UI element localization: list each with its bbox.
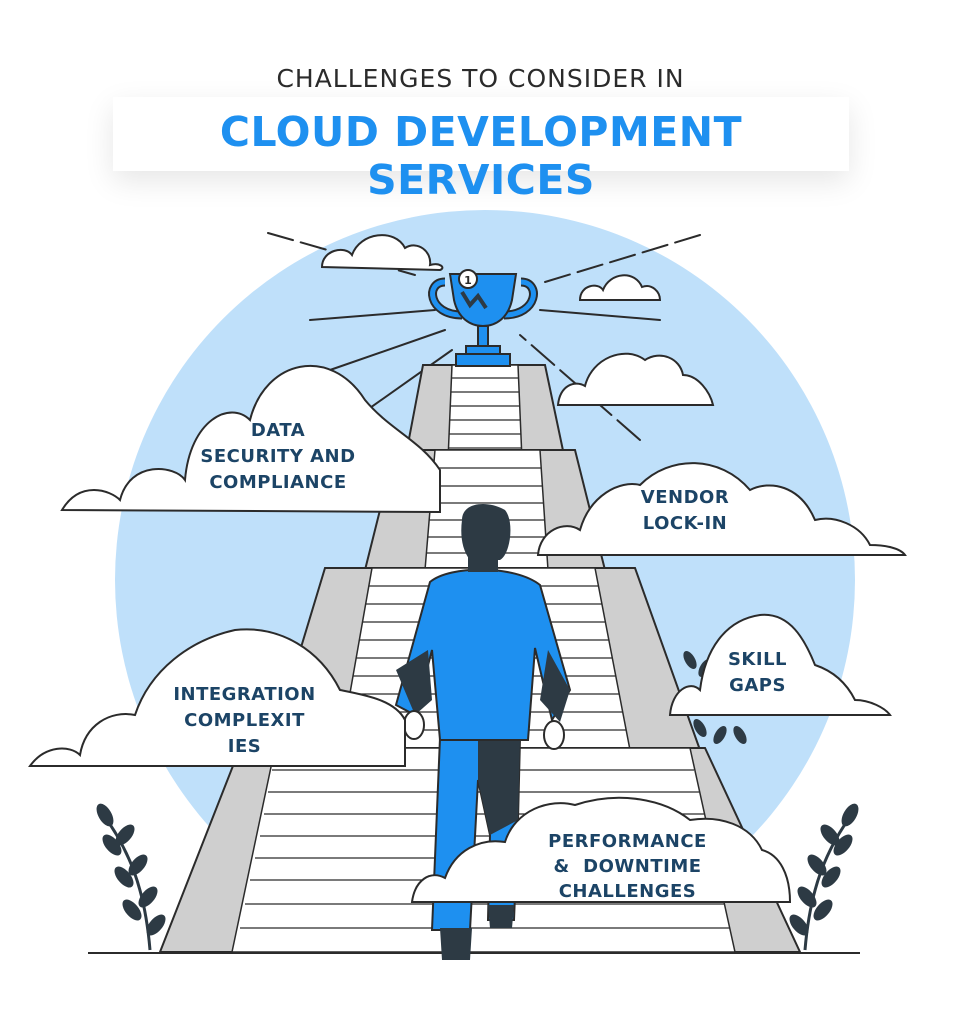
cloud-data-security [60, 364, 441, 514]
trophy-icon: 1 [428, 269, 538, 367]
challenge-line: COMPLEXIT [184, 710, 305, 731]
challenge-line: COMPLIANCE [209, 472, 347, 493]
challenge-line: GAPS [729, 675, 786, 696]
challenge-label-data-security: DATA SECURITY AND COMPLIANCE [183, 418, 373, 496]
challenge-line: LOCK-IN [642, 513, 728, 534]
page-subtitle: CHALLENGES TO CONSIDER IN [276, 64, 685, 93]
challenge-line: DATA [250, 420, 306, 441]
trophy-rank: 1 [464, 274, 472, 287]
small-cloud-left [320, 234, 444, 272]
challenge-line: IES [227, 736, 262, 757]
cloud-skill-gaps [668, 613, 892, 716]
cloud-performance [410, 796, 792, 903]
title-banner [113, 97, 849, 171]
challenge-line: INTEGRATION [173, 684, 316, 705]
challenge-line: & DOWNTIME [553, 856, 702, 877]
challenge-line: PERFORMANCE [548, 831, 707, 852]
challenge-line: CHALLENGES [558, 881, 697, 902]
plant-left [96, 803, 166, 951]
trophy-rays [267, 232, 701, 441]
challenge-label-integration: INTEGRATION COMPLEXIT IES [152, 682, 337, 760]
small-cloud-right [578, 274, 662, 301]
cloud-small-mid [556, 352, 715, 406]
challenge-label-performance: PERFORMANCE & DOWNTIME CHALLENGES [530, 829, 725, 904]
cloud-vendor-lockin [536, 462, 907, 556]
cloud-integration [28, 628, 406, 767]
page-title: CLOUD DEVELOPMENT SERVICES [219, 108, 743, 204]
challenge-line: SKILL [727, 649, 788, 670]
trophy-medal [458, 269, 478, 289]
plant-right [789, 803, 859, 951]
challenge-line: SECURITY AND [200, 446, 356, 467]
challenge-line: VENDOR [640, 487, 730, 508]
challenge-label-skill-gaps: SKILL GAPS [710, 647, 805, 699]
challenge-label-vendor-lockin: VENDOR LOCK-IN [610, 485, 760, 537]
